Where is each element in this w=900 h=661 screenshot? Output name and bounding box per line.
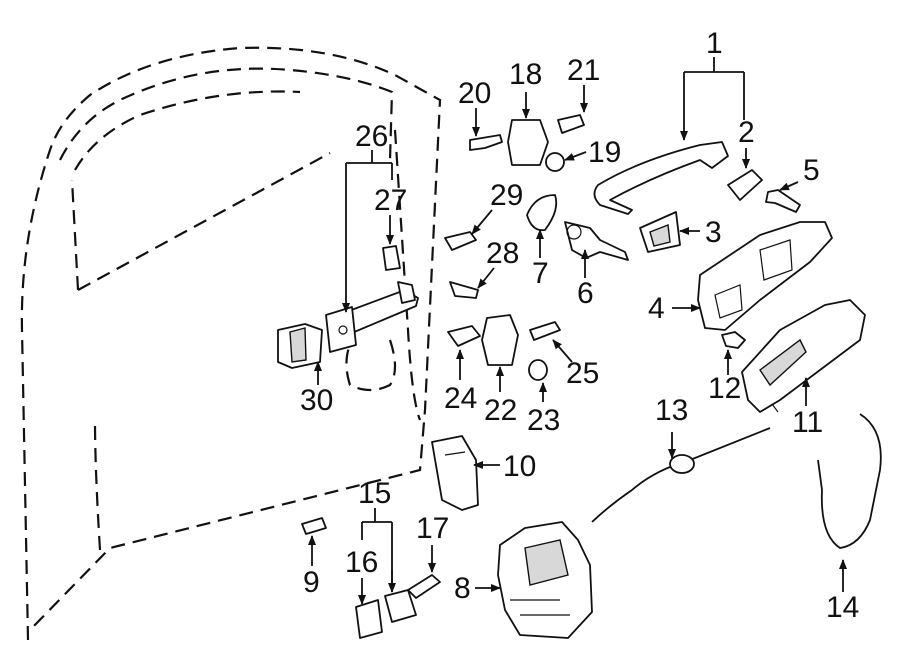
striker-upper xyxy=(507,119,549,166)
spacer-19 xyxy=(545,152,565,172)
callout-3: 3 xyxy=(705,216,722,249)
callout-6: 6 xyxy=(577,277,594,310)
bolt-17 xyxy=(407,574,441,599)
callout-7: 7 xyxy=(532,257,549,290)
callout-29: 29 xyxy=(490,179,523,212)
callout-2: 2 xyxy=(738,116,755,149)
door-latch xyxy=(497,521,593,639)
callout-15: 15 xyxy=(358,477,391,510)
check-strap-cover xyxy=(382,245,401,271)
callout-24: 24 xyxy=(444,382,477,415)
spacer-23 xyxy=(528,359,548,381)
callout-23: 23 xyxy=(527,404,560,437)
screw-9 xyxy=(301,517,327,535)
bolt-24 xyxy=(447,325,481,347)
callout-8: 8 xyxy=(454,572,471,605)
lock-cylinder xyxy=(564,221,629,261)
bolt-20 xyxy=(469,134,503,151)
callout-22: 22 xyxy=(484,394,517,427)
callout-14: 14 xyxy=(826,591,859,624)
callout-17: 17 xyxy=(416,512,449,545)
callout-10: 10 xyxy=(503,450,536,483)
bolt-21 xyxy=(557,114,585,134)
callout-28: 28 xyxy=(486,237,519,270)
callout-13: 13 xyxy=(655,394,688,427)
bolt-25 xyxy=(529,321,561,341)
cylinder-seal xyxy=(526,194,558,232)
callout-27: 27 xyxy=(374,184,407,217)
striker-lower xyxy=(481,314,519,366)
callout-20: 20 xyxy=(458,77,491,110)
bolt-28 xyxy=(449,281,479,299)
inside-handle xyxy=(741,299,866,413)
callout-18: 18 xyxy=(509,58,542,91)
callout-1: 1 xyxy=(706,27,723,60)
door-outline xyxy=(20,46,442,641)
release-cable xyxy=(817,413,882,549)
cover-screw xyxy=(765,189,801,213)
lock-cable xyxy=(591,427,771,523)
handle-frame xyxy=(697,221,833,331)
hinge-plate-16 xyxy=(355,599,383,639)
callout-16: 16 xyxy=(345,546,378,579)
latch-bracket xyxy=(431,435,479,511)
callout-21: 21 xyxy=(567,54,600,87)
callout-26: 26 xyxy=(355,120,388,153)
door-check-strap xyxy=(325,281,419,353)
callout-30: 30 xyxy=(300,384,333,417)
callout-19: 19 xyxy=(588,136,621,169)
check-bracket xyxy=(277,323,323,369)
bolt-29 xyxy=(444,231,477,251)
callout-11: 11 xyxy=(792,406,823,439)
inside-handle-screw xyxy=(721,331,746,349)
callout-12: 12 xyxy=(708,372,741,405)
callout-9: 9 xyxy=(303,566,320,599)
callout-labels: 1 2 3 4 5 6 7 8 9 10 11 12 13 14 15 16 1… xyxy=(300,27,859,624)
handle-cover xyxy=(639,211,681,253)
leader-lines xyxy=(308,57,847,605)
handle-gasket xyxy=(727,169,763,201)
callout-25: 25 xyxy=(566,357,599,390)
callout-5: 5 xyxy=(803,154,820,187)
hinge-plate-15 xyxy=(384,589,417,623)
outside-handle xyxy=(593,141,729,215)
callout-4: 4 xyxy=(648,292,665,325)
